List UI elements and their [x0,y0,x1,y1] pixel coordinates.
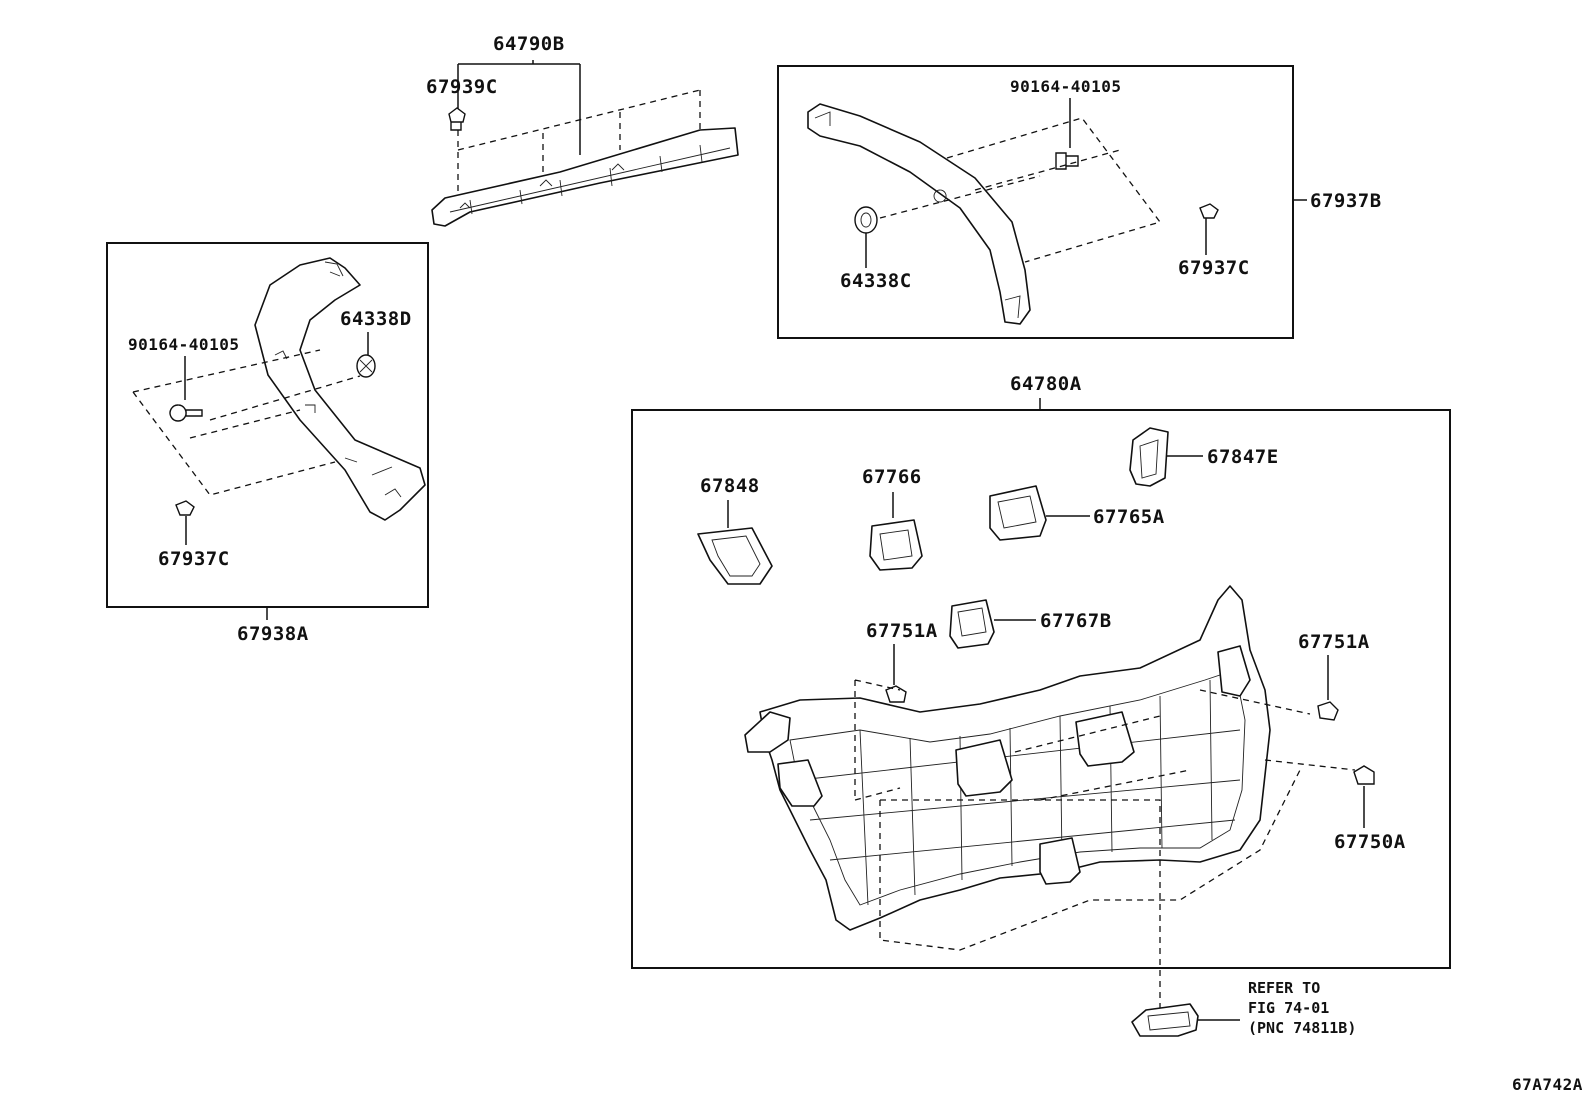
clip-67751A-right [1317,701,1339,721]
clip-67750A [1353,765,1375,785]
cover-67766 [869,519,923,571]
label-67751A-right: 67751A [1298,631,1370,653]
cover-67765A-detail [997,495,1037,529]
clip-67939C [448,107,466,131]
label-67765A: 67765A [1093,506,1165,528]
cover-67847E [1129,427,1169,487]
cap-64338C [854,206,878,234]
label-67766: 67766 [862,466,922,488]
opening-center-left [955,739,1013,797]
group-67938A: 67938A 90164-40105 64338D 67937C [106,242,429,645]
label-67937C-left: 67937C [158,548,230,570]
diagram-id: 67A742A [1512,1075,1583,1094]
reference-line3: (PNC 74811B) [1248,1019,1356,1037]
reference-line2: FIG 74-01 [1248,999,1329,1017]
box-64780A [631,409,1451,969]
label-90164-top: 90164-40105 [1010,77,1121,96]
pillar-67937B-detail [814,111,1021,319]
lamp-74811B [1131,1003,1199,1037]
cover-67847E-detail [1139,439,1159,479]
label-67767B: 67767B [1040,610,1112,632]
clip-67937C-left [175,500,195,516]
pillar-67938A-detail [274,261,402,498]
clip-67937C-top [1199,203,1219,219]
label-67938A: 67938A [237,623,309,645]
cap-64338C-inner [860,212,872,228]
clip-67751A-left [885,685,907,703]
label-90164-left: 90164-40105 [128,335,239,354]
label-64338D: 64338D [340,308,412,330]
label-67750A: 67750A [1334,831,1406,853]
group-64790B: 64790B 67939C [426,33,739,227]
opening-center-right [1075,711,1135,767]
label-67848: 67848 [700,475,760,497]
label-67939C: 67939C [426,76,498,98]
bolt-90164-left [169,404,203,422]
cover-67767B-detail [957,607,987,637]
label-67751A-left: 67751A [866,620,938,642]
label-67847E: 67847E [1207,446,1279,468]
group-reference: REFER TO FIG 74-01 (PNC 74811B) [1131,979,1356,1037]
tab-left [744,711,791,753]
dash-67937B [879,117,1162,263]
cover-67765A [989,485,1047,541]
trim-64790B [431,127,739,227]
opening-right [1217,645,1251,697]
reference-line1: REFER TO [1248,979,1320,997]
label-64790B: 64790B [493,33,565,55]
box-67937B [777,65,1294,339]
cover-67848 [697,527,773,585]
cover-67848-detail [711,535,761,577]
label-67937B: 67937B [1310,190,1382,212]
dash-64790B [457,89,701,200]
opening-bottom [1039,837,1081,885]
dash-64780A [854,679,1356,951]
pillar-67938A [254,257,426,521]
opening-left [777,759,823,807]
panel-64780A-inner [789,669,1246,906]
label-64780A: 64780A [1010,373,1082,395]
bolt-90164-top [1055,152,1079,170]
panel-64780A [759,585,1271,931]
leader-64790B [457,60,581,155]
label-67937C-top: 67937C [1178,257,1250,279]
cover-67766-detail [879,529,913,561]
group-67937B: 67937B 90164-40105 64338C 67937C [777,65,1382,339]
trim-64790B-detail [449,144,731,215]
grommet-64338D-detail [359,359,373,373]
lamp-74811B-detail [1147,1011,1191,1031]
label-64338C: 64338C [840,270,912,292]
group-64780A: 64780A 67847E 67848 67766 67765A 67767B … [631,373,1451,1020]
cover-67767B [949,599,995,649]
